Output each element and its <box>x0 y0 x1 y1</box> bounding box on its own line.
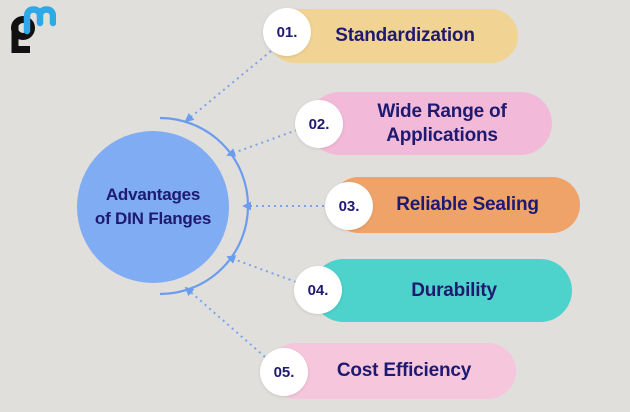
advantage-label-5: Cost Efficiency <box>337 359 471 383</box>
center-title-line-2: of DIN Flanges <box>94 209 212 228</box>
label-line: Durability <box>411 279 497 301</box>
advantage-label-2: Wide Range of Applications <box>377 100 506 148</box>
advantage-pill-5: 05. Cost Efficiency <box>260 343 516 399</box>
label-line: Wide Range of <box>377 100 507 122</box>
center-title-line-1: Advantages <box>105 185 201 205</box>
number-badge-5: 05. <box>260 348 308 396</box>
number-badge-3: 03. <box>325 182 373 230</box>
label-line: Cost Efficiency <box>336 360 472 382</box>
brand-logo <box>8 4 57 54</box>
number-badge-4: 04. <box>294 266 342 314</box>
number-text: 03. <box>338 197 360 215</box>
advantage-pill-4: 04. Durability <box>294 259 572 322</box>
center-topic-title: Advantages of DIN Flanges <box>95 183 211 231</box>
connector-item-4 <box>226 255 297 283</box>
label-line: Applications <box>386 124 498 146</box>
number-badge-1: 01. <box>263 8 311 56</box>
pm-monogram-icon <box>11 6 57 53</box>
number-text: 02. <box>308 115 330 133</box>
number-text: 04. <box>307 281 329 299</box>
advantage-pill-1: 01. Standardization <box>263 8 518 63</box>
number-badge-2: 02. <box>295 100 343 148</box>
connector-item-1 <box>184 50 272 123</box>
advantage-label-4: Durability <box>411 279 497 303</box>
advantage-label-1: Standardization <box>335 24 475 48</box>
center-topic-circle: Advantages of DIN Flanges <box>77 131 229 283</box>
advantage-pill-3: 03. Reliable Sealing <box>325 177 580 233</box>
number-text: 05. <box>273 363 295 381</box>
label-line: Standardization <box>335 25 475 47</box>
advantage-pill-2: 02. Wide Range of Applications <box>295 92 552 155</box>
number-text: 01. <box>276 23 298 41</box>
connector-item-2 <box>226 129 298 157</box>
advantage-label-3: Reliable Sealing <box>396 193 539 217</box>
label-line: Reliable Sealing <box>396 194 539 216</box>
connector-item-5 <box>184 286 266 358</box>
